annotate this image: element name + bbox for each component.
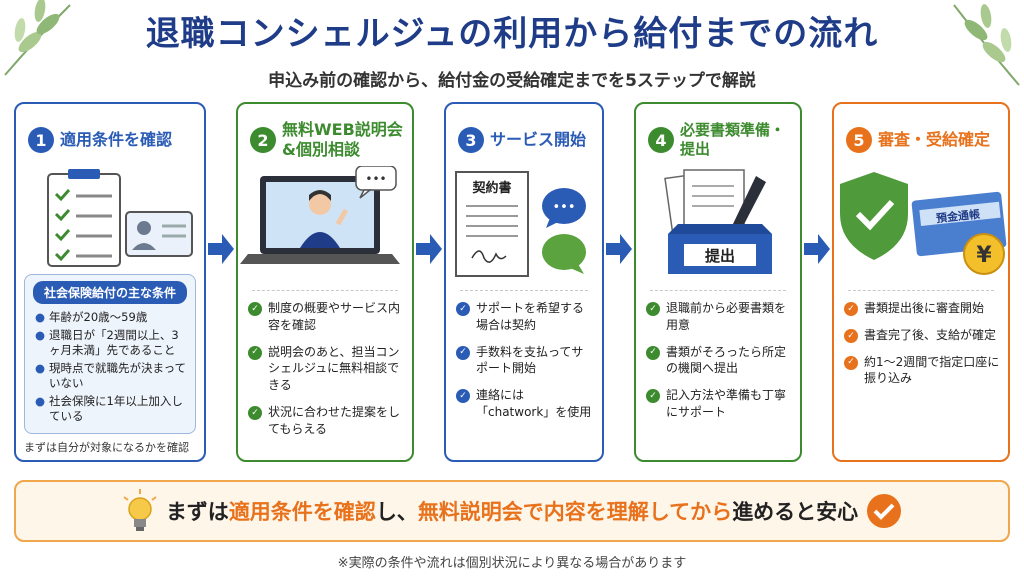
laptop-illustration: ••• <box>238 165 412 284</box>
check-icon: ✓ <box>456 389 470 404</box>
check-icon: ✓ <box>248 345 262 360</box>
yen-symbol: ¥ <box>976 243 992 268</box>
lightbulb-icon <box>123 489 157 531</box>
checklist-illustration <box>16 166 204 284</box>
check-icon: ✓ <box>456 345 470 360</box>
step-5-card: 5 審査・受給確定 預金通帳 ¥ ✓書類提出後に審査開始 ✓書査完了後、支給が確… <box>832 102 1010 462</box>
contract-icon: 契約書 ••• <box>455 171 586 277</box>
step-point: ✓連絡には「chatwork」を使用 <box>456 387 594 421</box>
check-icon: ✓ <box>248 405 262 420</box>
step-point: ✓退職前から必要書類を用意 <box>646 300 792 334</box>
condition-item: ●社会保険に1年以上加入している <box>35 393 183 423</box>
check-icon: ✓ <box>844 328 858 343</box>
step-point: ✓書類提出後に審査開始 <box>844 300 1000 317</box>
step-point: ✓書査完了後、支給が確定 <box>844 327 1000 344</box>
check-icon: ✓ <box>844 302 858 316</box>
submit-box-icon: 提出 <box>664 169 772 274</box>
step-point: ✓約1〜2週間で指定口座に振り込み <box>844 354 1000 388</box>
step-point: ✓制度の概要やサービス内容を確認 <box>248 300 404 334</box>
step-title: 無料WEB説明会&個別相談 <box>282 120 403 159</box>
check-icon: ✓ <box>844 355 858 370</box>
bankbook-label: 預金通帳 <box>935 207 980 226</box>
shield-bankbook-icon: 預金通帳 ¥ <box>840 172 1007 275</box>
approval-illustration: 預金通帳 ¥ <box>834 166 1008 284</box>
condition-item: ●退職日が「2週間以上、3ヶ月未満」先であること <box>35 327 179 357</box>
speech-dots: ••• <box>365 172 386 186</box>
check-icon: ✓ <box>456 302 470 316</box>
check-circle-icon <box>867 494 902 528</box>
arrow-right-icon <box>804 234 830 264</box>
step-point: ✓手数料を支払ってサポート開始 <box>456 344 594 378</box>
step-title: 審査・受給確定 <box>878 130 991 149</box>
divider <box>848 290 994 291</box>
arrow-right-icon <box>606 234 632 264</box>
condition-item: ●年齢が20歳〜59歳 <box>35 310 148 324</box>
step-1-card: 1 適用条件を確認 社会保険給付の主な条件 ●年齢が20歳〜59歳 ●退職日が「… <box>14 102 206 462</box>
step-point: ✓状況に合わせた提案をしてもらえる <box>248 404 404 438</box>
conditions-title: 社会保険給付の主な条件 <box>33 281 187 304</box>
step-title: 必要書類準備・提出 <box>680 121 786 158</box>
summary-banner: まずは適用条件を確認し、無料説明会で内容を理解してから進めると安心 <box>14 480 1010 542</box>
speech-dots: ••• <box>552 200 575 215</box>
divider <box>650 290 786 291</box>
submission-illustration: 提出 <box>636 166 800 284</box>
step-number-badge: 3 <box>458 127 484 153</box>
video-call-icon: ••• <box>240 165 400 264</box>
step-title: サービス開始 <box>490 130 587 149</box>
summary-text: まずは適用条件を確認し、無料説明会で内容を理解してから進めると安心 <box>165 500 859 524</box>
step-number-badge: 5 <box>846 127 872 153</box>
divider <box>460 290 588 291</box>
step-note: まずは自分が対象になるかを確認 <box>24 441 189 454</box>
arrow-right-icon <box>416 234 442 264</box>
divider <box>252 290 398 291</box>
step-point: ✓サポートを希望する場合は契約 <box>456 300 594 334</box>
checklist-icon <box>47 169 193 267</box>
step-2-card: 2 無料WEB説明会&個別相談 ••• ✓制度の概要やサービス内容を確認 ✓説明… <box>236 102 414 462</box>
step-title: 適用条件を確認 <box>60 130 173 149</box>
page-subtitle: 申込み前の確認から、給付金の受給確定までを5ステップで解説 <box>268 71 756 91</box>
step-point: ✓記入方法や準備も丁寧にサポート <box>646 387 792 421</box>
footnote: ※実際の条件や流れは個別状況により異なる場合があります <box>337 556 687 571</box>
contract-illustration: 契約書 ••• <box>446 166 602 284</box>
submit-label: 提出 <box>705 247 735 265</box>
step-number-badge: 1 <box>28 127 54 153</box>
step-number-badge: 4 <box>648 127 674 153</box>
leaf-decoration-left <box>4 0 71 76</box>
arrow-right-icon <box>208 234 234 264</box>
conditions-box: 社会保険給付の主な条件 ●年齢が20歳〜59歳 ●退職日が「2週間以上、3ヶ月未… <box>24 274 196 434</box>
step-4-card: 4 必要書類準備・提出 提出 ✓退職前から必要書類を用意 ✓書類がそろったら所定… <box>634 102 802 462</box>
check-icon: ✓ <box>646 302 660 316</box>
contract-label: 契約書 <box>471 180 511 196</box>
step-3-card: 3 サービス開始 契約書 ••• ✓サポートを希望する場合は契約 ✓手数料を支払… <box>444 102 604 462</box>
check-icon: ✓ <box>646 389 660 404</box>
condition-item: ●現時点で就職先が決まっていない <box>35 360 187 390</box>
page-title: 退職コンシェルジュの利用から給付までの流れ <box>145 14 879 54</box>
step-number-badge: 2 <box>250 127 276 153</box>
check-icon: ✓ <box>248 302 262 316</box>
leaf-decoration-right <box>953 4 1020 86</box>
step-point: ✓説明会のあと、担当コンシェルジュに無料相談できる <box>248 344 404 394</box>
step-point: ✓書類がそろったら所定の機関へ提出 <box>646 344 792 378</box>
check-icon: ✓ <box>646 345 660 360</box>
